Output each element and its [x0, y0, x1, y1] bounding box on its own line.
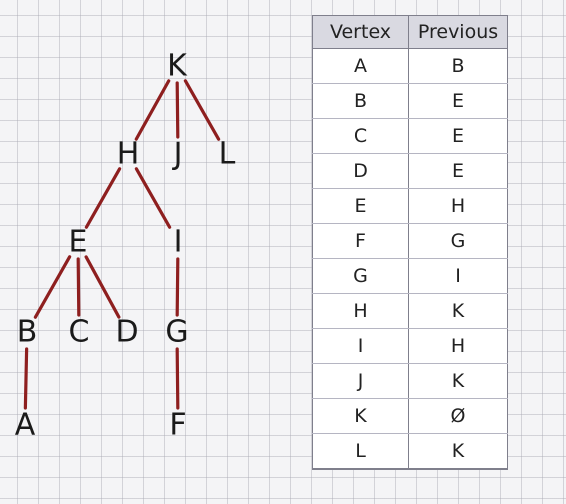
edge-k-h: [134, 79, 171, 141]
node-j: J: [172, 137, 183, 172]
node-e: E: [69, 225, 88, 260]
node-a: A: [15, 408, 36, 443]
node-f: F: [169, 408, 186, 443]
previous-cell: K: [408, 433, 508, 470]
previous-cell: E: [408, 118, 508, 154]
table-header-row: Vertex Previous: [311, 15, 508, 49]
node-i: I: [174, 225, 183, 260]
previous-cell: G: [408, 223, 508, 259]
previous-cell: E: [408, 153, 508, 189]
previous-column-header: Previous: [408, 15, 508, 49]
vertex-cell: L: [311, 433, 410, 470]
vertex-cell: A: [311, 48, 410, 84]
node-d: D: [115, 315, 138, 350]
previous-cell: H: [408, 328, 508, 364]
edge-e-d: [84, 255, 121, 319]
vertex-column-header: Vertex: [311, 15, 410, 49]
previous-cell: K: [408, 363, 508, 399]
edge-b-a: [23, 347, 29, 410]
edge-e-b: [33, 255, 72, 319]
node-k: K: [167, 49, 188, 84]
vertex-cell: F: [311, 223, 410, 259]
edge-h-e: [84, 167, 122, 229]
node-c: C: [69, 315, 90, 350]
vertex-cell: J: [311, 363, 410, 399]
previous-cell: E: [408, 83, 508, 119]
tree-edges: [23, 79, 221, 410]
vertex-cell: H: [311, 293, 410, 329]
vertex-cell: D: [311, 153, 410, 189]
node-g: G: [165, 315, 188, 350]
vertex-cell: C: [311, 118, 410, 154]
node-h: H: [117, 137, 140, 172]
previous-cell: B: [408, 48, 508, 84]
edge-k-j: [175, 81, 180, 139]
vertex-cell: I: [311, 328, 410, 364]
previous-cell: I: [408, 258, 508, 294]
edge-i-g: [175, 257, 180, 317]
vertex-cell: K: [311, 398, 410, 434]
previous-cell: K: [408, 293, 508, 329]
edge-h-i: [134, 167, 172, 229]
vertex-cell: G: [311, 258, 410, 294]
edge-g-f: [175, 347, 180, 410]
node-l: L: [219, 137, 236, 172]
edge-k-l: [183, 79, 221, 141]
vertex-cell: E: [311, 188, 410, 224]
edge-e-c: [76, 257, 81, 317]
node-b: B: [17, 315, 38, 350]
vertex-cell: B: [311, 83, 410, 119]
previous-cell: Ø: [408, 398, 508, 434]
previous-cell: H: [408, 188, 508, 224]
